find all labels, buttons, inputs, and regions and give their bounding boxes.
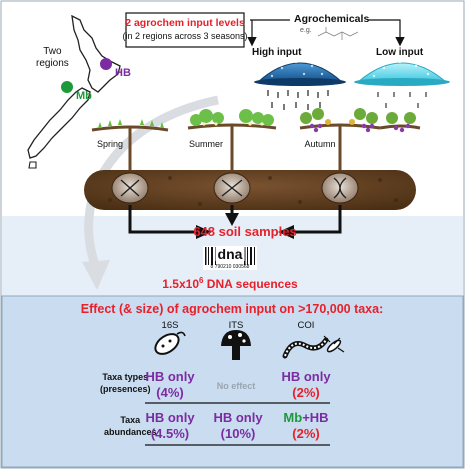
agrochemicals-title: Agrochemicals (294, 13, 370, 25)
barcode-text: dna (215, 246, 245, 262)
high-input-label: High input (252, 47, 302, 58)
arrow-left (128, 205, 200, 234)
plus-hb-text: +HB (302, 410, 329, 425)
low-input-label: Low input (376, 47, 424, 58)
cell-abundances-its-line1: HB only (213, 410, 263, 425)
row-abundances-line2: abundances (104, 427, 157, 437)
vine-spring (91, 119, 169, 176)
dna-sequences-suffix: DNA sequences (203, 277, 298, 291)
barcode-digits: 8 790210 030568 (210, 264, 250, 270)
high-input-sprayer (254, 60, 346, 110)
soil-sample-3 (321, 172, 359, 204)
eg-label: e.g. (300, 27, 312, 34)
dna-sequences-exp: 6 (198, 276, 204, 285)
nz-map (27, 14, 121, 169)
effect-box (1, 295, 464, 468)
cell-abundances-its: HB only (10%) (213, 410, 262, 442)
soil-sample-1 (111, 172, 149, 204)
soil-samples-label: 648 soil samples (193, 224, 297, 239)
mb-text: Mb (283, 410, 303, 425)
row-label-abundances: Taxa abundances (104, 414, 157, 438)
effect-title: Effect (& size) of agrochem input on >17… (80, 302, 384, 316)
two-regions-line1: Two (43, 46, 62, 57)
vine-autumn (299, 108, 381, 176)
vine-summer (187, 109, 277, 176)
vine-autumn-2 (379, 112, 421, 133)
worm-insect-icon (282, 335, 345, 359)
season-spring: Spring (96, 139, 124, 149)
mb-marker (61, 81, 73, 93)
row-label-presences: Taxa types (presences) (100, 371, 151, 395)
cell-abundances-coi: Mb+HB (2%) (283, 410, 328, 442)
hb-label: HB (115, 67, 131, 79)
header-box (125, 12, 245, 48)
cell-presences-16s-line1: HB only (145, 369, 195, 384)
arrow-right (290, 205, 342, 234)
big-arrow-head (82, 260, 110, 290)
mb-label: Mb (76, 90, 92, 102)
column-coi: COI (297, 320, 315, 331)
cell-abundances-16s-line1: HB only (145, 410, 195, 425)
dna-sequences-label: 1.5x106 DNA sequences (162, 276, 298, 291)
cell-presences-coi-line1: HB only (281, 369, 331, 384)
dna-sequences-prefix: 1.5x10 (162, 277, 199, 291)
mushroom-icon (221, 330, 251, 360)
cell-abundances-coi-line1: Mb+HB (283, 410, 328, 426)
bacteria-icon (154, 331, 186, 355)
cell-presences-16s-line2: (4%) (156, 385, 184, 400)
cell-abundances-16s: HB only (4.5%) (145, 410, 194, 442)
cell-abundances-its-line2: (10%) (220, 426, 256, 441)
hb-marker (100, 58, 112, 70)
header-line2: (in 2 regions across 3 seasons) (122, 31, 248, 41)
cell-presences-16s: HB only (4%) (145, 369, 194, 401)
two-regions-line2: regions (36, 58, 69, 69)
season-autumn: Autumn (304, 139, 336, 149)
two-regions-label: Two regions (36, 46, 69, 70)
season-summer: Summer (188, 139, 224, 149)
cell-presences-coi-line2: (2%) (292, 385, 320, 400)
big-curved-arrow (84, 95, 219, 267)
cell-presences-coi: HB only (2%) (281, 369, 330, 401)
low-input-sprayer (354, 60, 450, 108)
column-its: ITS (228, 320, 244, 331)
row-presences-line1: Taxa types (102, 372, 149, 382)
chemical-structure-icon (317, 27, 359, 40)
row-presences-line2: (presences) (100, 384, 151, 394)
cell-presences-its: No effect (216, 381, 256, 391)
row-abundances-line1: Taxa (120, 415, 141, 425)
header-line1: 2 agrochem input levels (125, 17, 245, 29)
column-16s: 16S (161, 320, 179, 331)
cell-abundances-coi-line2: (2%) (292, 426, 320, 441)
soil-sample-2 (213, 172, 251, 204)
cell-abundances-16s-line2: (4.5%) (150, 426, 190, 441)
